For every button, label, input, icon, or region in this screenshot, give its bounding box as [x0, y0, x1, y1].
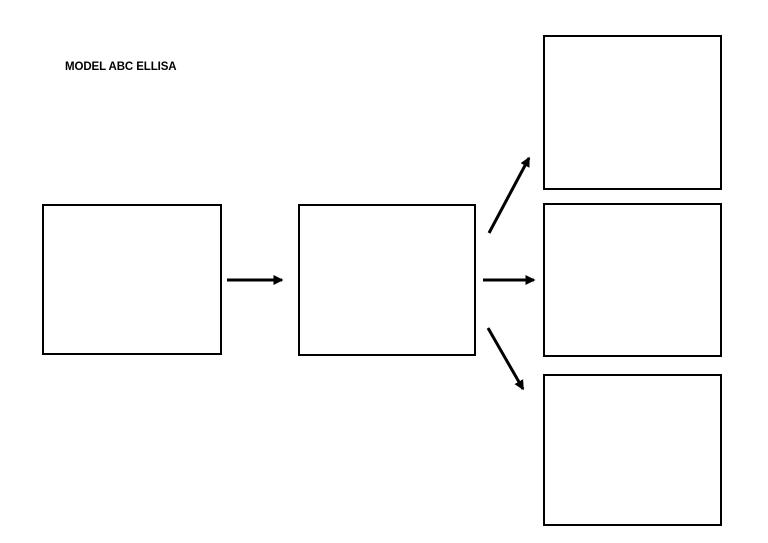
middle-box — [298, 204, 476, 356]
right-top-box — [543, 35, 722, 190]
diagram-title: MODEL ABC ELLISA — [65, 61, 177, 73]
right-middle-box — [543, 203, 722, 357]
arrow-middle-to-right-bottom — [486, 327, 525, 391]
arrow-middle-to-right-top — [487, 156, 531, 234]
left-box — [42, 204, 222, 355]
right-bottom-box — [543, 374, 722, 526]
